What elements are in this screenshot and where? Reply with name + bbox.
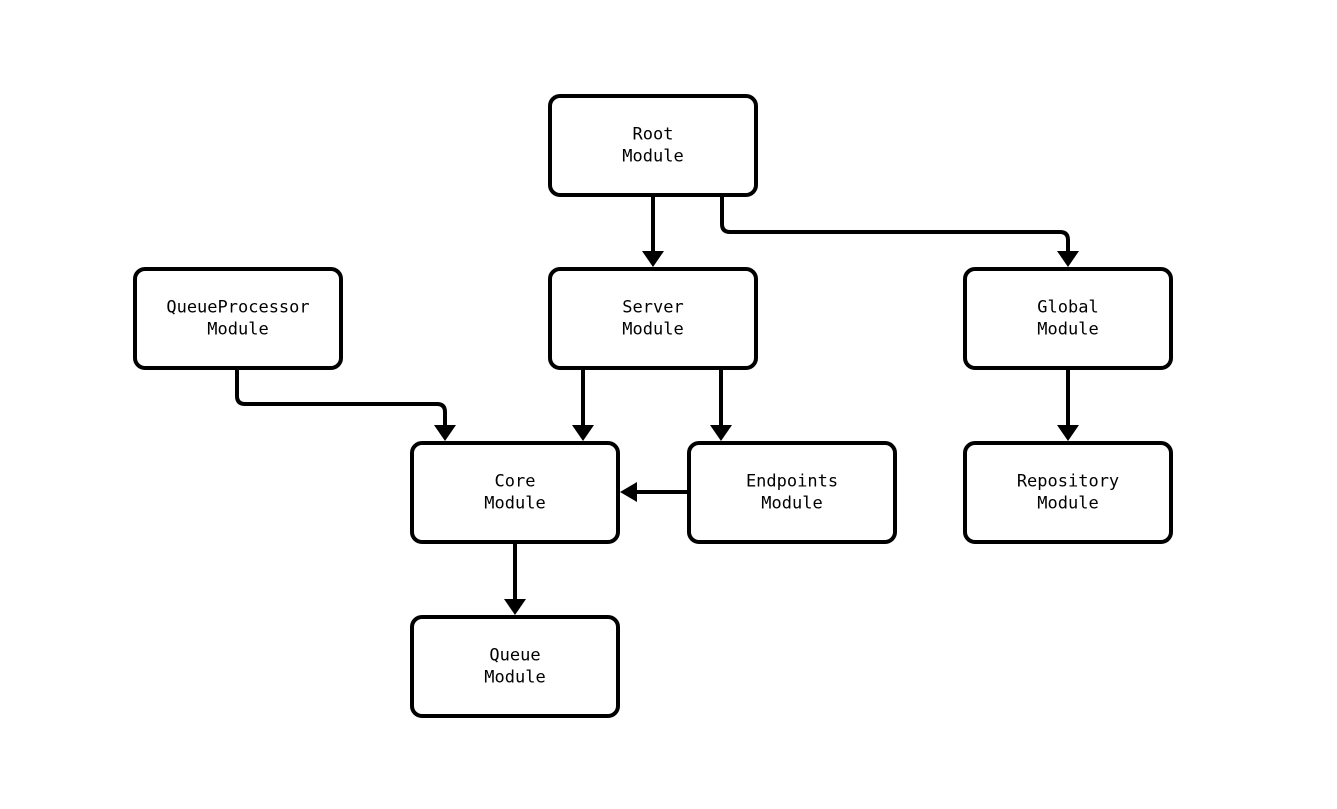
edge-queueprocessor-to-core: QueueProcessor Module depends on Core Mo… bbox=[235, 370, 456, 441]
node-label-name: Endpoints bbox=[746, 472, 838, 492]
node-label-suffix: Module bbox=[207, 320, 268, 340]
node-box[interactable] bbox=[963, 441, 1173, 544]
node-label-suffix: Module bbox=[622, 320, 683, 340]
edge-server-to-endpoints: Server Module depends on Endpoints Modul… bbox=[710, 370, 732, 441]
node-label-name: Server bbox=[622, 298, 683, 318]
arrow-head-icon bbox=[710, 425, 732, 441]
node-box[interactable] bbox=[548, 267, 758, 370]
node-label-suffix: Module bbox=[484, 494, 545, 514]
node-box[interactable] bbox=[133, 267, 343, 370]
node-label-name: Core bbox=[495, 472, 536, 492]
arrow-head-icon bbox=[504, 599, 526, 615]
edge-core-to-queue: Core Module depends on Queue Module bbox=[504, 544, 526, 615]
nodes-layer: RootModuleQueueProcessorModuleServerModu… bbox=[133, 94, 1173, 718]
arrow-head-icon bbox=[1057, 425, 1079, 441]
edge-server-to-core: Server Module depends on Core Module bbox=[572, 370, 594, 441]
node-label-name: Global bbox=[1037, 298, 1098, 318]
node-box[interactable] bbox=[963, 267, 1173, 370]
edge-root-to-global: Root Module depends on Global Module bbox=[720, 197, 1079, 267]
arrow-head-icon bbox=[620, 482, 637, 502]
arrow-head-icon bbox=[434, 425, 456, 441]
arrow-head-icon bbox=[572, 425, 594, 441]
edge-root-to-server: Root Module depends on Server Module bbox=[642, 197, 664, 267]
node-label-name: Repository bbox=[1017, 472, 1119, 492]
node-label-name: Queue bbox=[489, 646, 540, 666]
node-label-name: Root bbox=[633, 125, 674, 145]
arrow-head-icon bbox=[1057, 251, 1079, 267]
node-label-suffix: Module bbox=[1037, 320, 1098, 340]
edge-line bbox=[235, 370, 447, 426]
arrow-head-icon bbox=[642, 251, 664, 267]
node-label-suffix: Module bbox=[761, 494, 822, 514]
node-label-name: QueueProcessor bbox=[166, 298, 309, 318]
node-label-suffix: Module bbox=[622, 147, 683, 167]
node-box[interactable] bbox=[687, 441, 897, 544]
edge-line bbox=[720, 197, 1070, 252]
node-box[interactable] bbox=[410, 441, 620, 544]
edge-global-to-repository: Global Module depends on Repository Modu… bbox=[1057, 370, 1079, 441]
edges-layer: Root Module depends on Server Module Root… bbox=[235, 197, 1079, 615]
node-label-suffix: Module bbox=[484, 668, 545, 688]
node-box[interactable] bbox=[548, 94, 758, 197]
edge-endpoints-to-core: Endpoints Module depends on Core Module bbox=[620, 482, 687, 502]
node-box[interactable] bbox=[410, 615, 620, 718]
node-label-suffix: Module bbox=[1037, 494, 1098, 514]
